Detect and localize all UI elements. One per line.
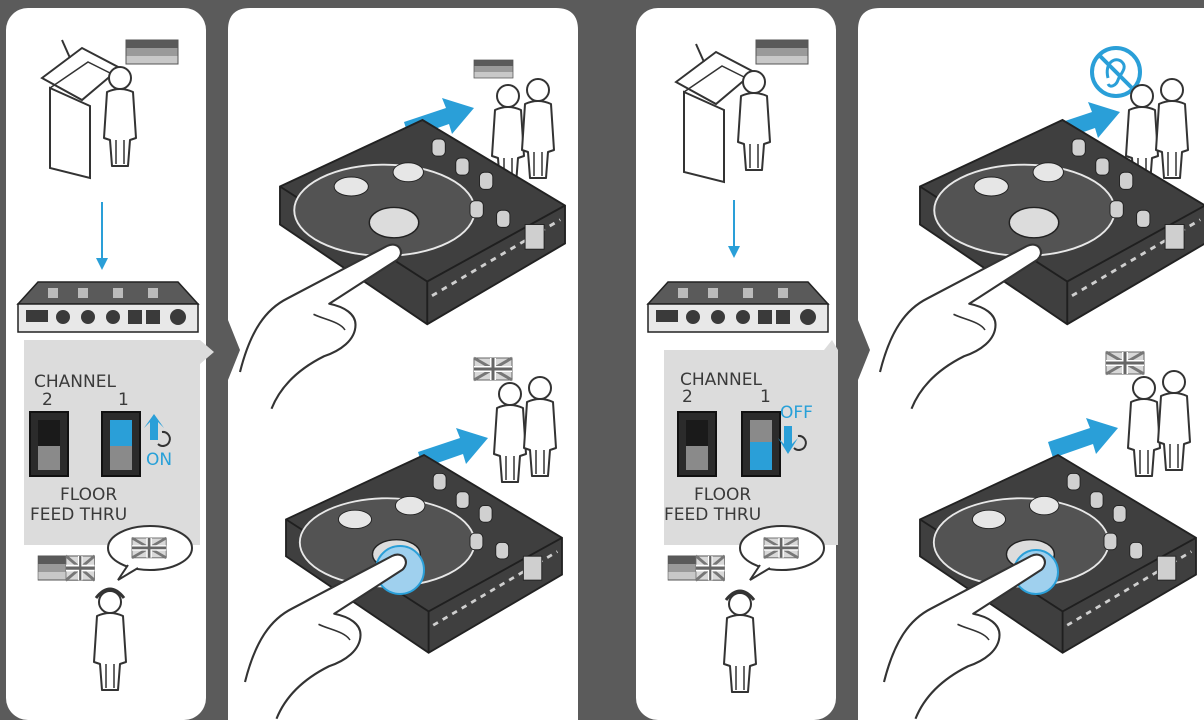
scene-2-state-label: OFF bbox=[780, 403, 813, 423]
scene-2-flag-uk-icon bbox=[696, 556, 725, 580]
scene-1-flag-german-icon bbox=[125, 39, 179, 65]
scene-1-rear-device-icon bbox=[17, 281, 199, 333]
scene-2-rear-device-icon bbox=[647, 281, 829, 333]
scene-2-flag-german-icon bbox=[755, 39, 809, 65]
scene-2-channel-1-switch bbox=[741, 411, 781, 477]
scene-1: CHANNEL 2 1 ON FLOOR FEED THRU bbox=[6, 8, 578, 720]
scene-2-floor-label: FLOOR bbox=[694, 485, 751, 505]
scene-2-interpreter-icon bbox=[723, 589, 757, 693]
scene-1-arrow-up-icon bbox=[144, 414, 171, 447]
scene-2-arrow-down-switch-icon bbox=[778, 426, 807, 454]
scene-1-channel-1-switch bbox=[101, 411, 141, 477]
scene-2-flag-uk-icon-2 bbox=[1106, 352, 1144, 374]
scene-1-flag-uk-icon-2 bbox=[474, 358, 512, 380]
scene-2-arrow-down-icon bbox=[728, 200, 740, 258]
scene-2-flag-german-icon-2 bbox=[667, 555, 698, 581]
scene-2: CHANNEL 2 1 OFF FLOOR FEED THRU bbox=[636, 8, 1204, 720]
scene-1-ch1-label: 1 bbox=[118, 390, 129, 410]
scene-1-interpreter-icon bbox=[93, 587, 127, 691]
scene-1-arrow-down-icon bbox=[96, 202, 108, 270]
scene-2-channel-label: CHANNEL bbox=[680, 370, 762, 390]
scene-2-speech-bubble bbox=[739, 525, 825, 581]
scene-1-state-label: ON bbox=[146, 450, 172, 470]
scene-1-channel-label: CHANNEL bbox=[34, 372, 116, 392]
scene-1-feedthru-label: FEED THRU bbox=[30, 505, 127, 525]
scene-1-channel-2-switch bbox=[29, 411, 69, 477]
scene-2-feedthru-label: FEED THRU bbox=[664, 505, 761, 525]
scene-1-floor-label: FLOOR bbox=[60, 485, 117, 505]
scene-2-channel-2-switch bbox=[677, 411, 717, 477]
scene-1-ch2-label: 2 bbox=[42, 390, 53, 410]
scene-2-no-hearing-icon bbox=[1090, 46, 1142, 98]
scene-2-ch1-label: 1 bbox=[760, 387, 771, 407]
scene-1-flag-german-icon-2 bbox=[37, 555, 68, 581]
scene-1-flag-german-icon-3 bbox=[473, 59, 514, 79]
scene-1-speech-bubble bbox=[107, 525, 193, 581]
scene-1-flag-uk-icon bbox=[66, 556, 95, 580]
scene-2-ch2-label: 2 bbox=[682, 387, 693, 407]
